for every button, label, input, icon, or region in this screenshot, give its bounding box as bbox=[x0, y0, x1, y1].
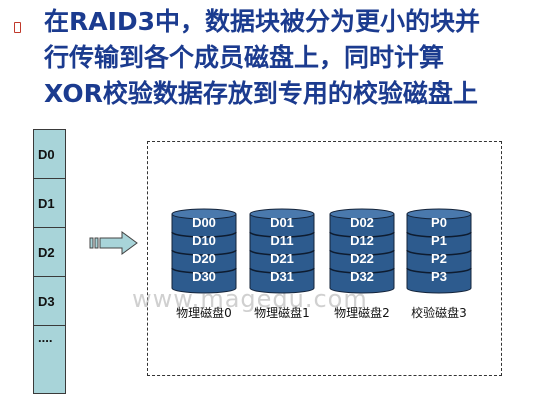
slide-title: 在RAID3中，数据块被分为更小的块并 行传输到各个成员磁盘上，同时计算 XOR… bbox=[44, 4, 554, 112]
data-stripe-column: D0 D1 D2 D3 .... bbox=[33, 129, 66, 394]
stripe-cell-d2: D2 bbox=[34, 228, 65, 277]
block-p3: P3 bbox=[431, 269, 447, 284]
block-d11: D11 bbox=[270, 233, 294, 248]
disk-cylinder-icon bbox=[406, 208, 472, 294]
disk-blocks: D02 D12 D22 D32 bbox=[329, 214, 395, 286]
disk-cylinder-icon bbox=[329, 208, 395, 294]
disk-blocks: D00 D10 D20 D30 bbox=[171, 214, 237, 286]
disk-0: D00 D10 D20 D30 bbox=[171, 208, 237, 294]
block-p0: P0 bbox=[431, 215, 447, 230]
block-p2: P2 bbox=[431, 251, 447, 266]
block-d01: D01 bbox=[270, 215, 294, 230]
block-d20: D20 bbox=[192, 251, 216, 266]
block-p1: P1 bbox=[431, 233, 447, 248]
disk-array-box bbox=[147, 141, 502, 376]
title-line-2: 行传输到各个成员磁盘上，同时计算 bbox=[44, 43, 445, 72]
title-line-3: XOR校验数据存放到专用的校验磁盘上 bbox=[44, 79, 478, 108]
disk-label-3: 校验磁盘3 bbox=[411, 306, 467, 320]
disk-blocks: D01 D11 D21 D31 bbox=[249, 214, 315, 286]
block-d32: D32 bbox=[350, 269, 374, 284]
disk-cylinder-icon bbox=[249, 208, 315, 294]
block-d30: D30 bbox=[192, 269, 216, 284]
stripe-cell-d0: D0 bbox=[34, 130, 65, 179]
disk-2: D02 D12 D22 D32 bbox=[329, 208, 395, 294]
disk-3-parity: P0 P1 P2 P3 bbox=[406, 208, 472, 294]
disk-1: D01 D11 D21 D31 bbox=[249, 208, 315, 294]
title-line-1: 在RAID3中，数据块被分为更小的块并 bbox=[44, 7, 481, 36]
bullet-icon bbox=[14, 22, 21, 33]
block-d00: D00 bbox=[192, 215, 216, 230]
disk-label-1: 物理磁盘1 bbox=[254, 306, 310, 320]
stripe-cell-d1: D1 bbox=[34, 179, 65, 228]
block-d12: D12 bbox=[350, 233, 374, 248]
disk-cylinder-icon bbox=[171, 208, 237, 294]
block-d31: D31 bbox=[270, 269, 294, 284]
block-d10: D10 bbox=[192, 233, 216, 248]
disk-label-0: 物理磁盘0 bbox=[176, 306, 232, 320]
block-d21: D21 bbox=[270, 251, 294, 266]
disk-label-2: 物理磁盘2 bbox=[334, 306, 390, 320]
disk-blocks: P0 P1 P2 P3 bbox=[406, 214, 472, 286]
block-d02: D02 bbox=[350, 215, 374, 230]
watermark: www.magedu.com bbox=[132, 285, 368, 313]
stripe-cell-d3: D3 bbox=[34, 277, 65, 326]
right-arrow-icon bbox=[89, 231, 138, 255]
block-d22: D22 bbox=[350, 251, 374, 266]
stripe-cell-more: .... bbox=[38, 330, 53, 345]
